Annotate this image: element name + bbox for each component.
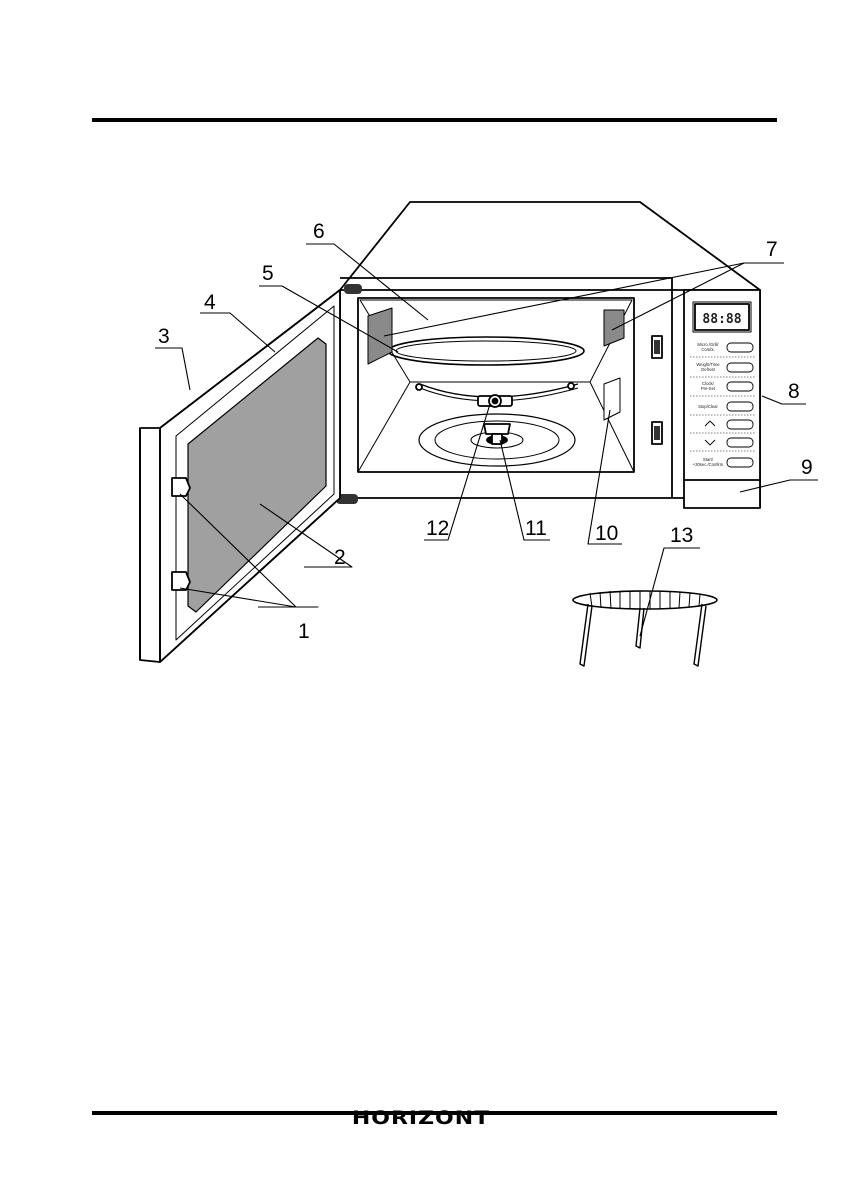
callout-5: 5: [262, 262, 274, 285]
callout-7: 7: [766, 238, 778, 261]
callout-9: 9: [801, 456, 813, 479]
callout-12: 12: [426, 517, 449, 540]
panel-button[interactable]: [726, 342, 754, 353]
door-window: [187, 337, 327, 613]
button-label: Clock/: [702, 381, 714, 386]
grill-rack: [572, 590, 718, 667]
header-rule: [92, 118, 777, 122]
panel-button[interactable]: [726, 381, 754, 392]
callout-6: 6: [313, 220, 325, 243]
callout-11: 11: [525, 517, 547, 540]
down-arrow-icon: [704, 439, 716, 446]
callout-13: 13: [670, 524, 693, 547]
panel-button[interactable]: [726, 362, 754, 373]
footer-rule: [92, 1111, 777, 1115]
panel-display: 88:88: [702, 312, 741, 327]
panel-button[interactable]: [726, 419, 754, 430]
waveguide-cover-right: [603, 309, 625, 347]
panel-button[interactable]: [726, 401, 754, 412]
callout-2: 2: [334, 546, 346, 569]
up-arrow-icon: [704, 420, 716, 427]
button-label: +30sec./Confirm: [693, 462, 724, 467]
callout-3: 3: [158, 325, 170, 348]
turntable-shaft: [483, 423, 511, 445]
button-label: Micro./Grill/: [697, 342, 719, 347]
glass-tray: [387, 336, 585, 366]
button-label: Start/: [703, 457, 714, 462]
leader-lines: [155, 243, 818, 637]
button-label: Pre-Set: [701, 386, 716, 391]
roller-ring: [415, 382, 579, 408]
door-latches: [171, 477, 191, 591]
callout-4: 4: [204, 291, 216, 314]
button-label: Stop/Clear: [698, 404, 718, 409]
control-panel: [683, 289, 761, 509]
callout-1: 1: [298, 620, 310, 643]
side-cover-plate: [603, 377, 621, 421]
button-label: Defrost: [701, 367, 715, 372]
panel-buttons: [690, 342, 756, 468]
button-label: Combi.: [701, 347, 714, 352]
callout-numbers: 1 2 3 4 5 6 7 8 9 10 11 12 13: [158, 220, 813, 643]
waveguide-cover-left: [367, 307, 393, 365]
panel-button[interactable]: [726, 437, 754, 448]
callout-8: 8: [788, 380, 800, 403]
panel-button-labels: Micro./Grill/ Combi. Weight/Time Defrost…: [693, 342, 724, 467]
callout-10: 10: [595, 522, 618, 545]
button-label: Weight/Time: [696, 362, 720, 367]
panel-button[interactable]: [726, 457, 754, 468]
brand-logo: HORIZONT: [351, 1107, 491, 1130]
